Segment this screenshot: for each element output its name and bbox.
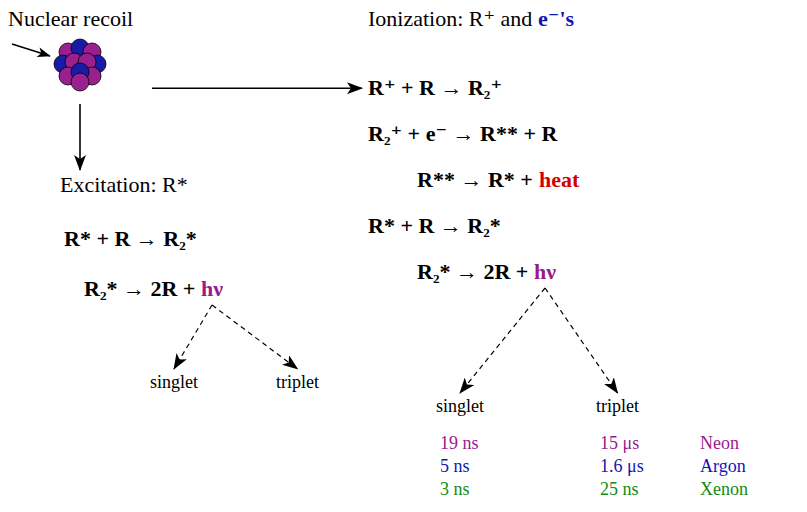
reaction-text: R** → R* + xyxy=(417,167,533,193)
node-text: Excitation: R* xyxy=(60,172,188,198)
table-cell: 19 ns xyxy=(440,433,479,455)
dashed-arrow xyxy=(460,288,545,393)
reaction-text: R* + R → R₂* xyxy=(64,226,197,252)
reaction-text: R₂* → 2R + xyxy=(417,259,528,285)
node-text: singlet xyxy=(436,396,484,418)
reaction-text: R* + R → R₂* xyxy=(368,213,501,239)
reaction-text: e⁻'s xyxy=(538,6,574,32)
arrow-connector xyxy=(152,87,362,89)
table-cell: Argon xyxy=(700,456,746,478)
table-cell: 3 ns xyxy=(440,479,470,501)
node-text: Ionization: R⁺ and xyxy=(368,6,532,32)
decay-state: singlet xyxy=(436,396,484,418)
dashed-arrow xyxy=(212,305,297,369)
reaction-text: heat xyxy=(539,167,579,193)
arrow-connector xyxy=(79,104,81,170)
dashed-arrow xyxy=(174,305,212,369)
node-text: triplet xyxy=(596,396,639,418)
nucleus-node: Nuclear recoil xyxy=(8,6,148,102)
node-text: Nuclear recoil xyxy=(8,6,133,32)
node-text: singlet xyxy=(150,372,198,394)
table-cell: 1.6 μs xyxy=(600,456,644,478)
reaction-text: R⁺ + R → R₂⁺ xyxy=(368,75,502,101)
incoming-particle-arrow xyxy=(12,44,50,56)
decay-state: triplet xyxy=(276,372,319,394)
decay-state: singlet xyxy=(150,372,198,394)
node-text: triplet xyxy=(276,372,319,394)
dashed-arrow xyxy=(545,288,617,393)
table-cell: Xenon xyxy=(700,479,748,501)
decay-state: triplet xyxy=(596,396,639,418)
table-cell: Neon xyxy=(700,433,739,455)
table-cell: 5 ns xyxy=(440,456,470,478)
excitation-group: Excitation: R* R* + R → R₂* R₂* → 2R +hν xyxy=(56,172,223,302)
nucleon xyxy=(71,73,89,91)
reaction-text: R₂* → 2R + xyxy=(84,276,195,302)
reaction-text: hν xyxy=(534,259,556,285)
reaction-text: hν xyxy=(201,276,223,302)
reaction-text: R₂⁺ + e⁻ → R** + R xyxy=(368,121,557,147)
ionization-group: Ionization: R⁺ ande⁻'s R⁺ + R → R₂⁺ R₂⁺ + … xyxy=(360,6,579,285)
nucleus-cluster xyxy=(54,39,106,91)
table-cell: 25 ns xyxy=(600,479,639,501)
table-cell: 15 μs xyxy=(600,433,639,455)
